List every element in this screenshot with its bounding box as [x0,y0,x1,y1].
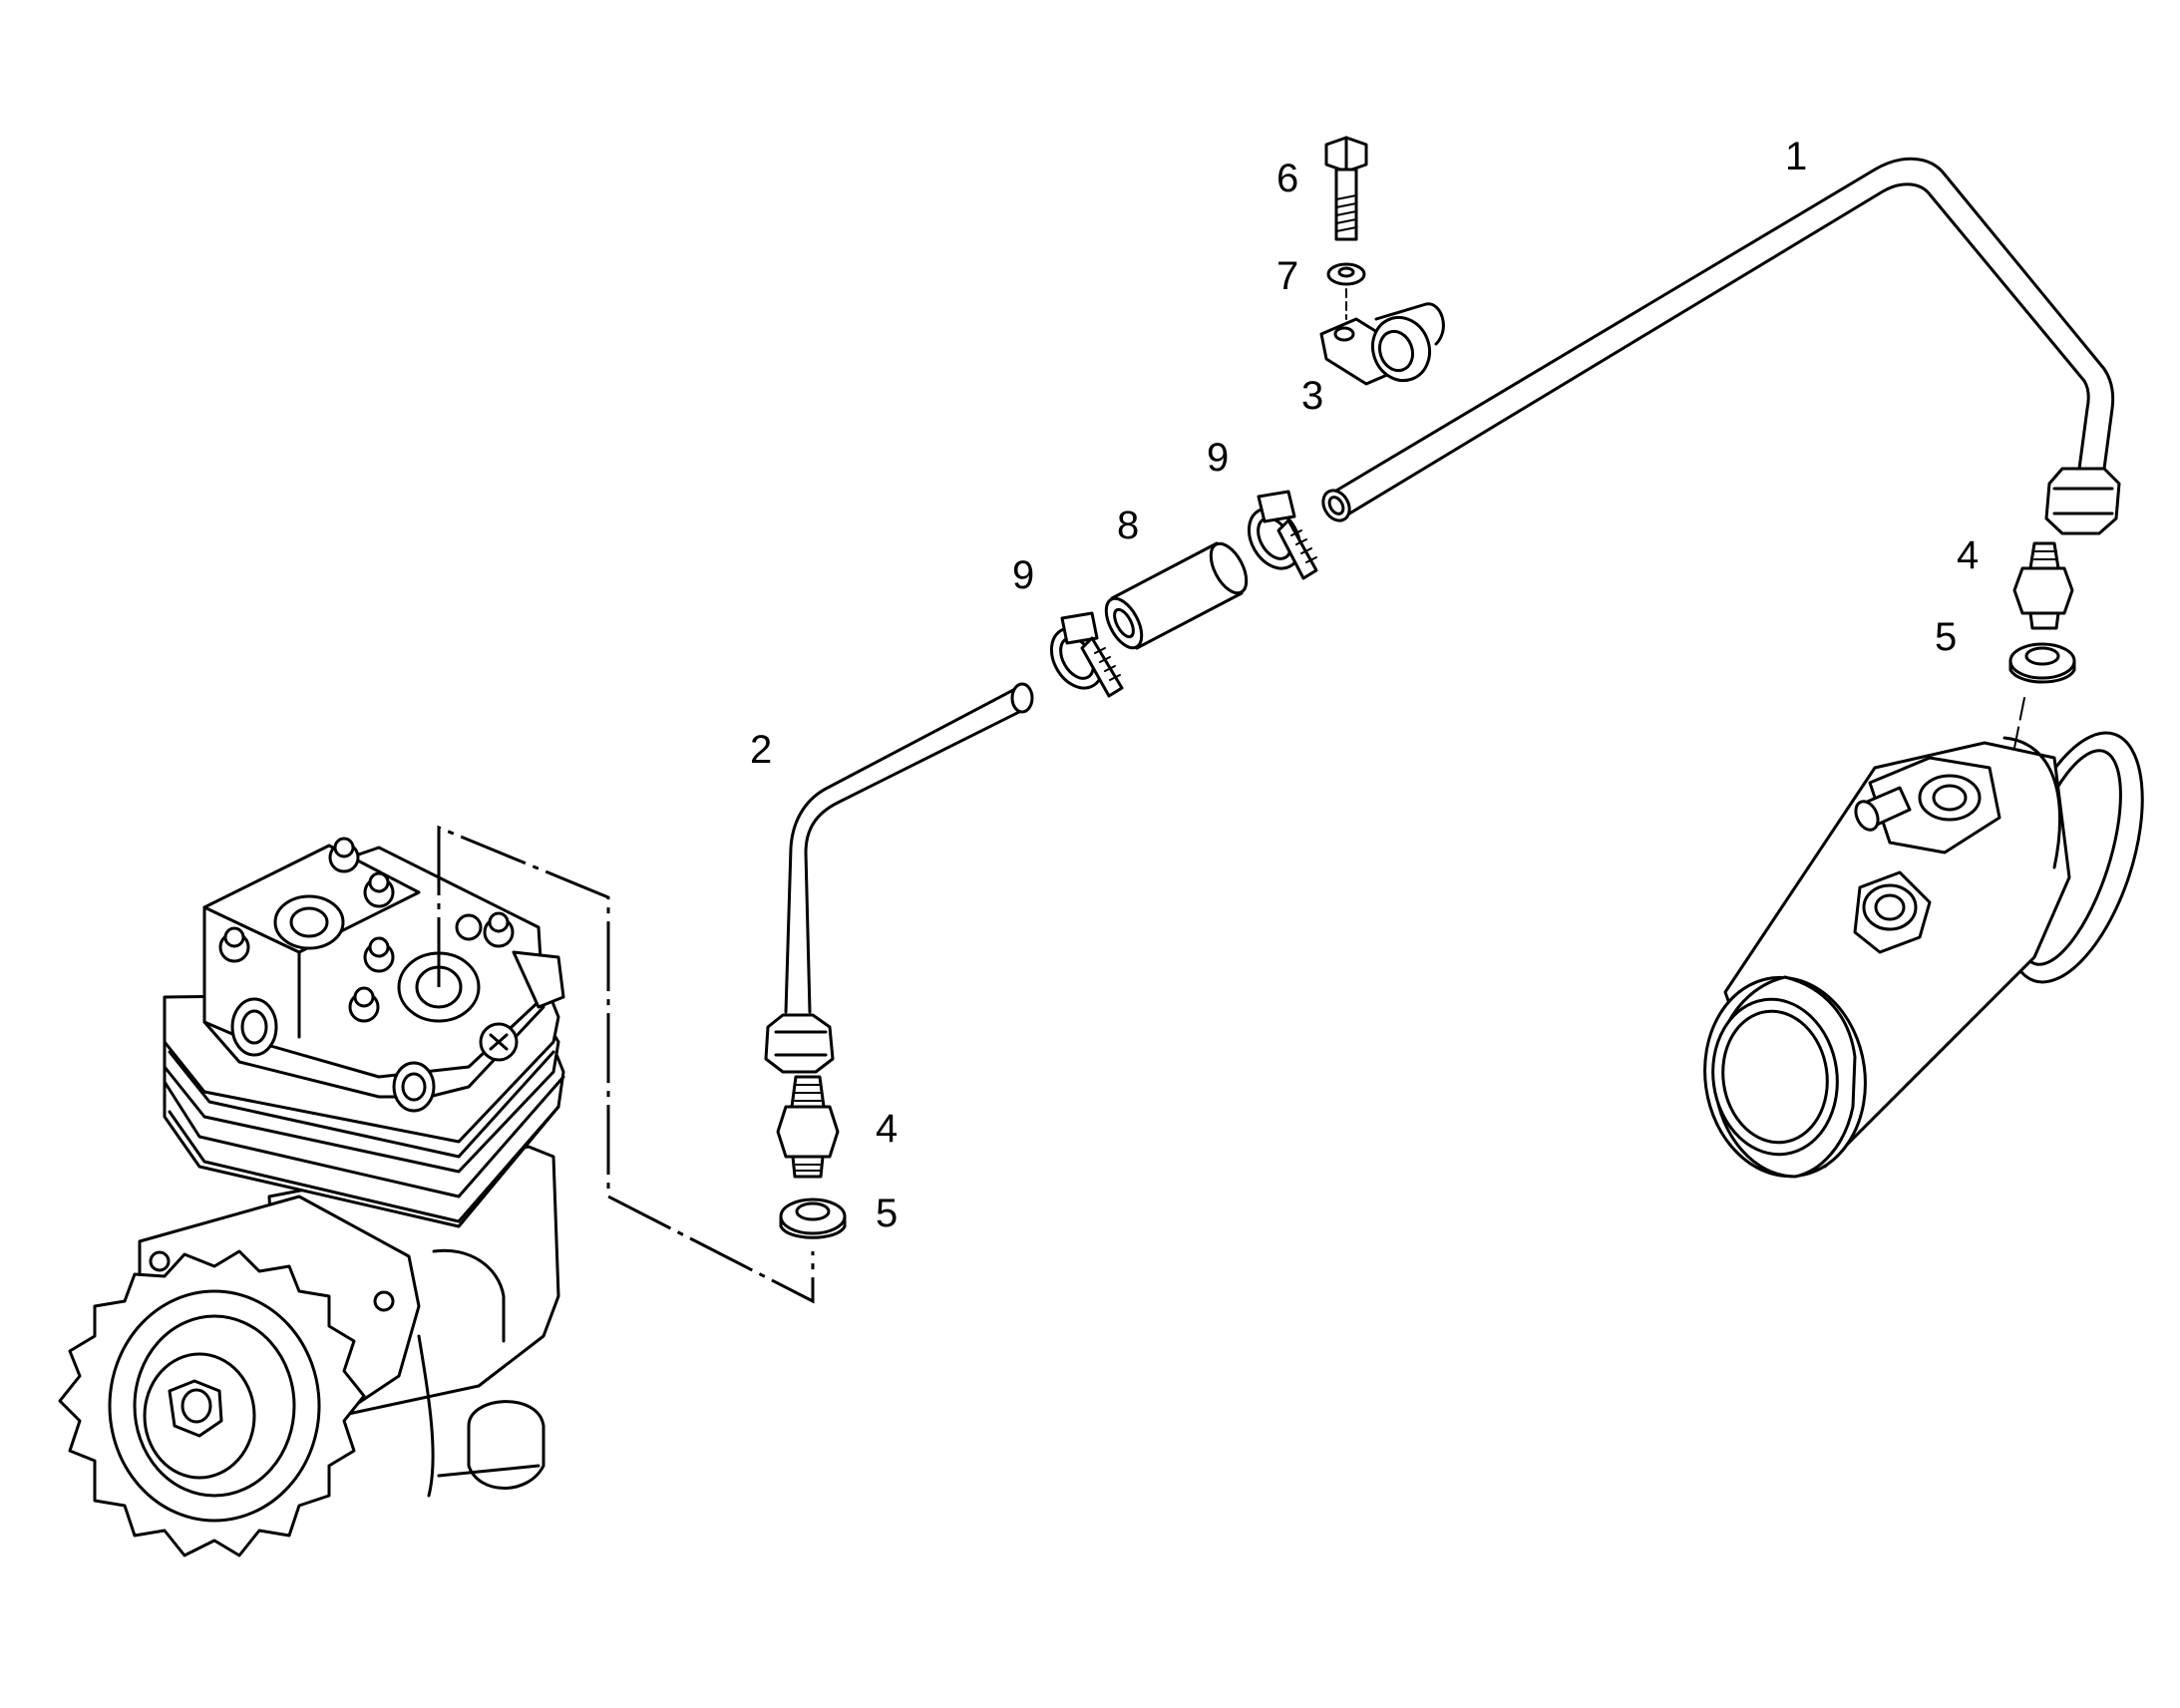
part-8-hose [1104,541,1249,650]
air-compressor [58,825,815,1557]
callout-3: 3 [1301,374,1323,418]
intake-pipe [1703,731,2144,1179]
callout-4-left: 4 [876,1107,898,1151]
callout-5-left: 5 [876,1192,898,1235]
part-4-fitting-right [2012,541,2074,630]
head-bolts [218,837,515,1023]
part-5-washer-left [779,1197,847,1239]
part-5-washer-right [2003,642,2076,799]
callout-4-right: 4 [1957,533,1979,577]
callout-labels: 1 2 3 4 4 5 5 6 7 8 9 9 [750,135,1979,1235]
part-4-fitting-left [776,1075,840,1179]
part-9-clamp-upper [1247,490,1318,580]
callout-9-upper: 9 [1207,436,1229,480]
callout-1: 1 [1785,135,1807,178]
part-6-bolt [1324,136,1368,241]
callout-8: 8 [1117,504,1139,547]
callout-9-lower: 9 [1012,553,1034,597]
callout-2: 2 [750,728,772,772]
part-9-clamp-lower [1049,611,1124,698]
part-7-washer [1326,262,1366,320]
part-2-pipe [764,682,1034,1074]
drive-gear [58,1249,366,1557]
part-3-pipe-clip [1319,302,1445,386]
callout-6: 6 [1276,157,1298,200]
callout-7: 7 [1276,254,1298,298]
part-1-pipe [1321,157,2121,535]
callout-5-right: 5 [1935,615,1957,659]
